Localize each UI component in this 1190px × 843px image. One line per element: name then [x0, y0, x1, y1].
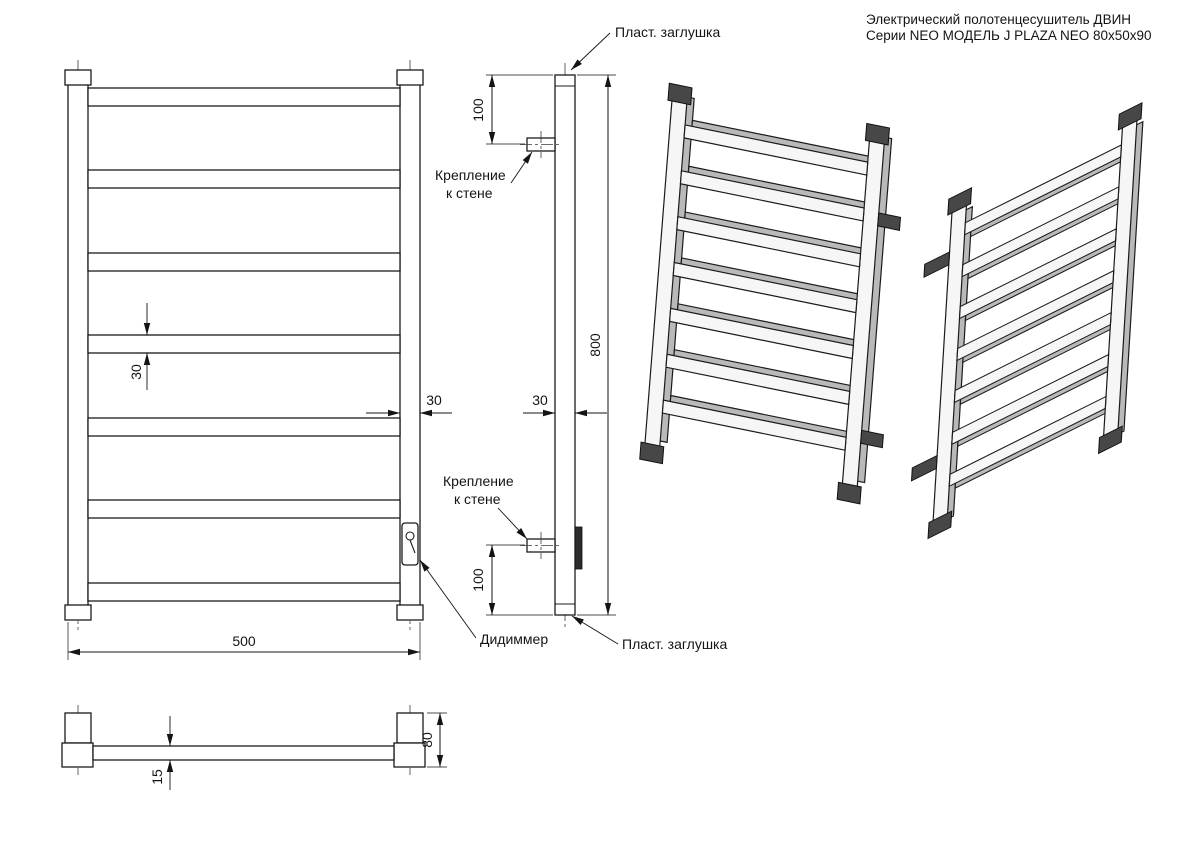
- iso-view-front: [639, 82, 902, 505]
- dimmer-switch: [401, 522, 419, 566]
- rung-section: [92, 745, 395, 761]
- iso2-cap-bottom-left: [927, 510, 953, 540]
- rung: [87, 499, 401, 519]
- iso1-cap-top-right: [864, 122, 891, 146]
- side-view: 100 100 800 30: [470, 63, 616, 627]
- drawing-title: Электрический полотенцесушитель ДВИН Сер…: [866, 12, 1152, 43]
- dim-overall-width: 500: [67, 622, 421, 660]
- extension-lines: [486, 544, 553, 616]
- dim-mount-offset-bottom: 100: [470, 544, 553, 616]
- dim-value-overall-depth: 80: [419, 732, 435, 748]
- right-post-bottom-cap: [396, 604, 424, 621]
- front-view: 30 30 500: [64, 60, 452, 660]
- wall-bracket-top: [520, 131, 560, 158]
- right-post-top-cap: [396, 69, 424, 86]
- title-line2: Серии NEO МОДЕЛЬ J PLAZA NEO 80x50x90: [866, 28, 1152, 43]
- iso2-cap-top-right: [1117, 101, 1143, 131]
- rung: [87, 169, 401, 189]
- right-cap-section: [393, 742, 426, 768]
- extension-lines: [140, 334, 160, 354]
- dimmer-side-profile: [574, 526, 583, 570]
- dim-value-mount-offset-bottom: 100: [470, 568, 486, 592]
- left-post: [67, 83, 89, 607]
- callouts: Пласт. заглушка Крепление к стене Крепле…: [419, 24, 727, 652]
- rung: [87, 582, 401, 602]
- leader-plastic-cap-bottom: [571, 615, 619, 645]
- left-cap-section: [61, 742, 94, 768]
- label-wall-mount-bottom-line1: Крепление: [443, 473, 514, 489]
- wall-bracket-bottom: [520, 532, 560, 559]
- title-line1: Электрический полотенцесушитель ДВИН: [866, 12, 1131, 27]
- iso2-wall-bracket-bottom: [910, 454, 938, 482]
- dim-post-depth-front: 30: [366, 392, 452, 417]
- rung: [87, 252, 401, 272]
- dimmer-body: [401, 522, 419, 566]
- dim-overall-height: 800: [577, 74, 616, 616]
- label-wall-mount-bottom-line2: к стене: [454, 491, 501, 507]
- dim-rung-thickness: 30: [128, 303, 160, 390]
- label-plastic-cap-top: Пласт. заглушка: [615, 24, 720, 40]
- leader-wall-mount-top: [510, 151, 533, 184]
- dim-value-post-depth-side: 30: [532, 392, 548, 408]
- bottom-view: 80 15: [61, 705, 447, 790]
- iso1-cap-bottom-right: [836, 481, 862, 505]
- dim-value-rung-thickness: 30: [128, 364, 144, 380]
- label-wall-mount-top-line1: Крепление: [435, 167, 506, 183]
- iso1-cap-top-left: [667, 82, 693, 106]
- dim-value-overall-height: 800: [587, 333, 603, 357]
- dim-post-depth-side: 30: [523, 392, 607, 417]
- dim-value-rung-section-depth: 15: [149, 769, 165, 785]
- side-cap-lines: [555, 85, 575, 605]
- left-post-bottom-cap: [64, 604, 92, 621]
- iso1-cap-bottom-left: [639, 441, 665, 465]
- dimmer-lever: [409, 539, 416, 554]
- iso2-wall-bracket-top: [923, 251, 951, 279]
- iso1-wall-bracket-top: [877, 212, 902, 231]
- label-wall-mount-top-line2: к стене: [446, 185, 493, 201]
- bracket-centerlines: [520, 131, 560, 158]
- dim-overall-depth: 80: [419, 712, 447, 768]
- rung: [87, 334, 401, 354]
- leader-plastic-cap-top: [570, 32, 611, 71]
- left-post-section: [64, 712, 92, 744]
- label-dimmer: Дидиммер: [480, 631, 548, 647]
- dim-value-overall-width: 500: [232, 633, 256, 649]
- dim-value-post-depth-front: 30: [426, 392, 442, 408]
- iso-view-back: [910, 101, 1144, 540]
- dim-rung-section-depth: 15: [149, 716, 174, 790]
- dim-mount-offset-top: 100: [470, 74, 553, 145]
- rung: [87, 417, 401, 437]
- iso2-cap-top-left: [947, 186, 973, 216]
- rung: [87, 87, 401, 107]
- label-plastic-cap-bottom: Пласт. заглушка: [622, 636, 727, 652]
- bottom-centerlines: [77, 705, 411, 775]
- leader-wall-mount-bottom: [497, 507, 528, 540]
- dim-value-mount-offset-top: 100: [470, 98, 486, 122]
- iso2-cap-bottom-right: [1097, 425, 1123, 455]
- side-post: [554, 74, 576, 616]
- extension-lines: [486, 74, 553, 145]
- left-post-top-cap: [64, 69, 92, 86]
- bracket-centerlines: [520, 532, 560, 559]
- iso1-wall-bracket-bottom: [860, 429, 884, 449]
- leader-dimmer: [419, 559, 477, 639]
